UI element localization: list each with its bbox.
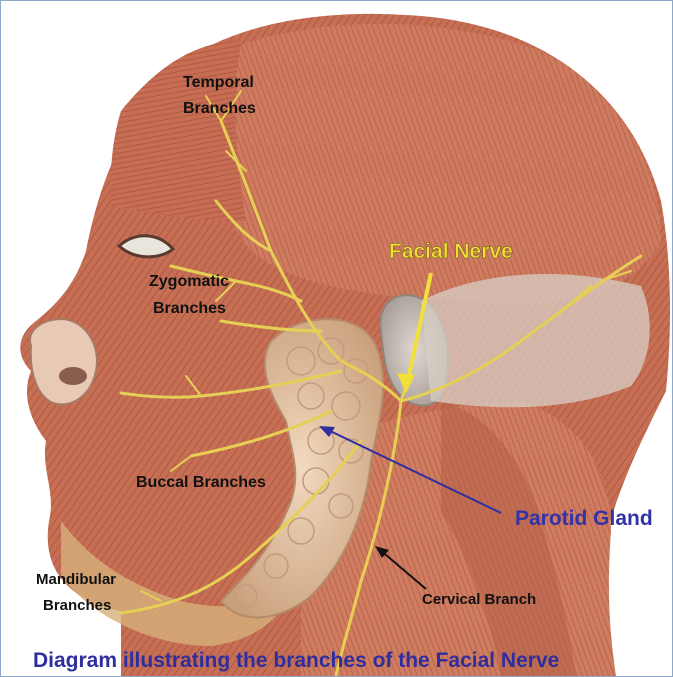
occipital-bone — [421, 274, 650, 407]
temporal-label-line1: Temporal — [183, 74, 254, 91]
facial-nerve-label: Facial Nerve — [389, 240, 513, 263]
mandibular-label-line2: Branches — [43, 597, 111, 614]
diagram-caption: Diagram illustrating the branches of the… — [33, 649, 559, 672]
nostril — [59, 367, 87, 385]
cervical-branch-label: Cervical Branch — [422, 591, 536, 608]
buccal-label: Buccal Branches — [136, 474, 266, 491]
mandibular-label-line1: Mandibular — [36, 571, 116, 588]
nose — [30, 319, 97, 404]
zygomatic-label-line1: Zygomatic — [149, 273, 229, 290]
temporal-label-line2: Branches — [183, 100, 256, 117]
zygomatic-label-line2: Branches — [153, 300, 226, 317]
parotid-gland-label: Parotid Gland — [515, 507, 653, 530]
